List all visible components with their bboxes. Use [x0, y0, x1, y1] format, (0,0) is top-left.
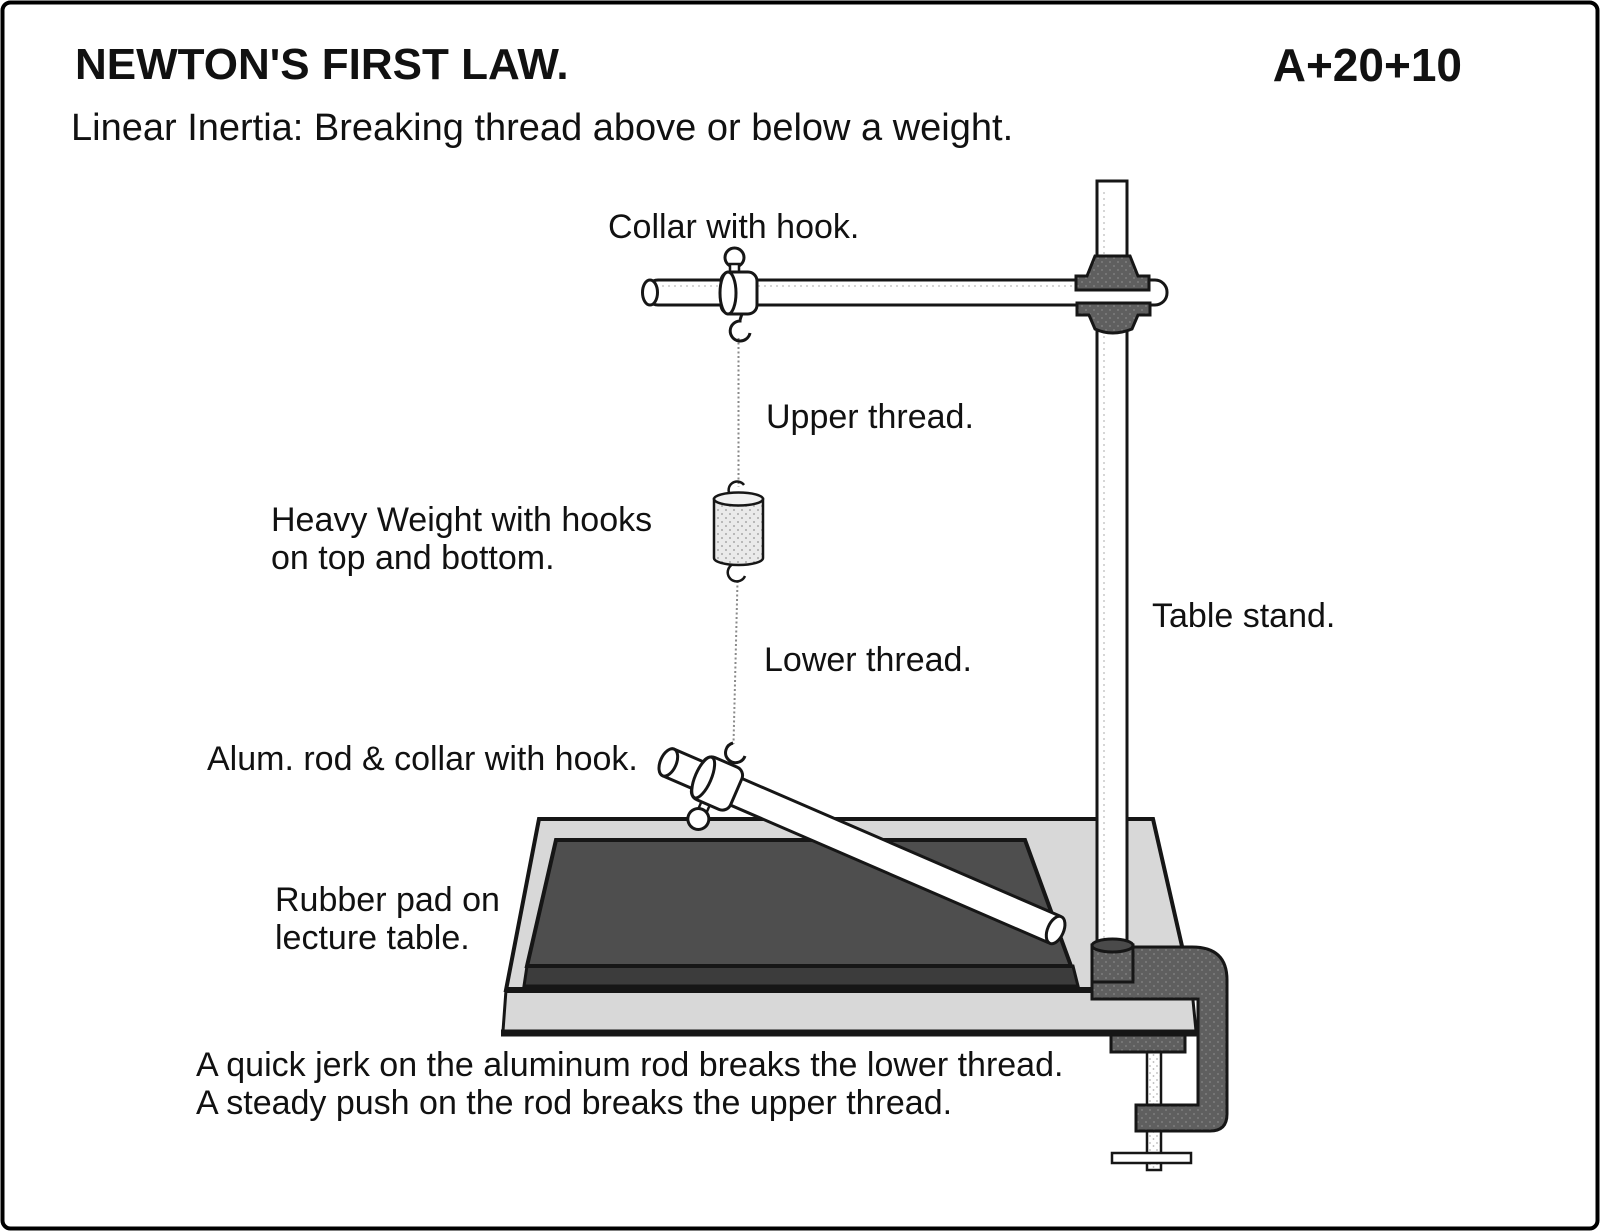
diagram-subtitle: Linear Inertia: Breaking thread above or… [71, 107, 1013, 149]
aluminum-rod-group [657, 741, 1067, 946]
lower-hook [724, 741, 747, 765]
weight-top-face [712, 491, 765, 507]
heavy-weight [712, 480, 765, 583]
upper-collar-with-hook [718, 246, 759, 343]
diagram-title: NEWTON'S FIRST LAW. [75, 40, 569, 89]
aluminum-rod-end-cap [657, 747, 680, 778]
lower-collar-rim [690, 755, 717, 800]
label-upper-thread: Upper thread. [766, 398, 974, 436]
label-table-stand: Table stand. [1152, 597, 1335, 635]
horizontal-rod [641, 278, 1169, 307]
catalog-code: A+20+10 [1273, 39, 1462, 91]
rod-clamp [1074, 254, 1152, 335]
label-heavy-weight-line1: Heavy Weight with hooks [271, 501, 652, 539]
table-clamp [1090, 937, 1229, 1172]
upper-collar-rim [718, 270, 738, 316]
label-rubber-pad-line2: lecture table. [275, 919, 470, 957]
cross-rod-end-cap [641, 278, 659, 307]
label-rubber-pad-line1: Rubber pad on [275, 881, 500, 919]
label-lower-thread: Lower thread. [764, 641, 972, 679]
rod-clamp-lower [1075, 301, 1152, 335]
label-collar-with-hook: Collar with hook. [608, 208, 859, 246]
stand-socket-top [1090, 937, 1135, 954]
rubber-pad-front-edge [522, 964, 1080, 988]
lower-thread-line [732, 580, 739, 745]
weight-cylinder [712, 497, 765, 567]
clamp-body [1090, 945, 1229, 1133]
label-alum-rod: Alum. rod & collar with hook. [207, 740, 638, 778]
label-heavy-weight-line2: on top and bottom. [271, 539, 555, 577]
aluminum-rod-tip-cap [1044, 914, 1067, 946]
caption-line2: A steady push on the rod breaks the uppe… [196, 1084, 952, 1122]
clamp-screw-handle [1110, 1151, 1193, 1165]
caption-line1: A quick jerk on the aluminum rod breaks … [196, 1046, 1063, 1084]
lower-collar-ball-knob [686, 806, 711, 831]
upper-hook [728, 313, 752, 343]
clamp-lower-jaw [1109, 1033, 1187, 1054]
rod-clamp-upper [1074, 254, 1151, 292]
